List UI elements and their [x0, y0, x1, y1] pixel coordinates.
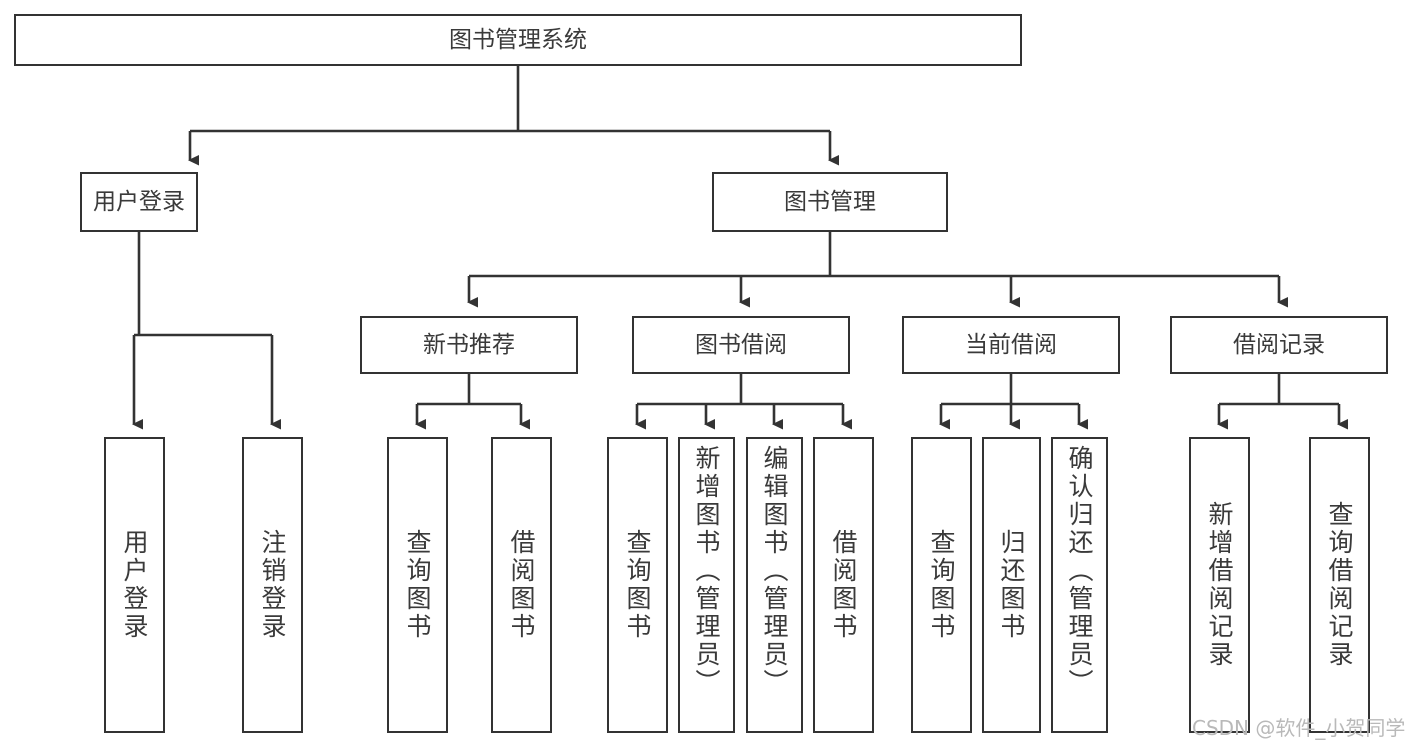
node-book-borrow[interactable]: 图书借阅: [632, 316, 850, 374]
node-label: 图书管理系统: [449, 26, 587, 53]
node-label: 用户登录: [93, 188, 185, 215]
node-leaf-add-book[interactable]: 新增图书（管理员）: [678, 437, 735, 733]
node-leaf-borrow-book-1[interactable]: 借阅图书: [491, 437, 552, 733]
node-root-book-management-system[interactable]: 图书管理系统: [14, 14, 1022, 66]
node-label: 新书推荐: [423, 331, 515, 358]
watermark-csdn: CSDN @软件_小贺同学: [1192, 716, 1405, 740]
node-label: 新增图书（管理员）: [692, 445, 721, 697]
node-label: 查询图书: [403, 529, 432, 641]
node-current-borrow[interactable]: 当前借阅: [902, 316, 1120, 374]
node-label: 编辑图书（管理员）: [760, 445, 789, 697]
node-label: 新增借阅记录: [1205, 501, 1234, 669]
node-leaf-edit-book[interactable]: 编辑图书（管理员）: [746, 437, 803, 733]
node-new-book-recommend[interactable]: 新书推荐: [360, 316, 578, 374]
node-label: 借阅图书: [829, 529, 858, 641]
node-label: 用户登录: [120, 529, 149, 641]
node-label: 归还图书: [997, 529, 1026, 641]
node-label: 查询图书: [927, 529, 956, 641]
node-leaf-return-book[interactable]: 归还图书: [982, 437, 1041, 733]
node-leaf-borrow-book-2[interactable]: 借阅图书: [813, 437, 874, 733]
node-user-login[interactable]: 用户登录: [80, 172, 198, 232]
node-label: 注销登录: [258, 529, 287, 641]
node-label: 图书管理: [784, 188, 876, 215]
node-label: 确认归还（管理员）: [1065, 445, 1094, 697]
node-borrow-record[interactable]: 借阅记录: [1170, 316, 1388, 374]
node-leaf-add-record[interactable]: 新增借阅记录: [1189, 437, 1250, 733]
node-leaf-logout-login[interactable]: 注销登录: [242, 437, 303, 733]
node-label: 借阅记录: [1233, 331, 1325, 358]
node-leaf-confirm-return[interactable]: 确认归还（管理员）: [1051, 437, 1108, 733]
node-book-management[interactable]: 图书管理: [712, 172, 948, 232]
node-leaf-query-book-3[interactable]: 查询图书: [911, 437, 972, 733]
node-label: 借阅图书: [507, 529, 536, 641]
node-leaf-query-book-1[interactable]: 查询图书: [387, 437, 448, 733]
node-label: 查询图书: [623, 529, 652, 641]
node-leaf-user-login[interactable]: 用户登录: [104, 437, 165, 733]
node-label: 当前借阅: [965, 331, 1057, 358]
node-label: 查询借阅记录: [1325, 501, 1354, 669]
node-label: 图书借阅: [695, 331, 787, 358]
node-leaf-query-record[interactable]: 查询借阅记录: [1309, 437, 1370, 733]
node-leaf-query-book-2[interactable]: 查询图书: [607, 437, 668, 733]
